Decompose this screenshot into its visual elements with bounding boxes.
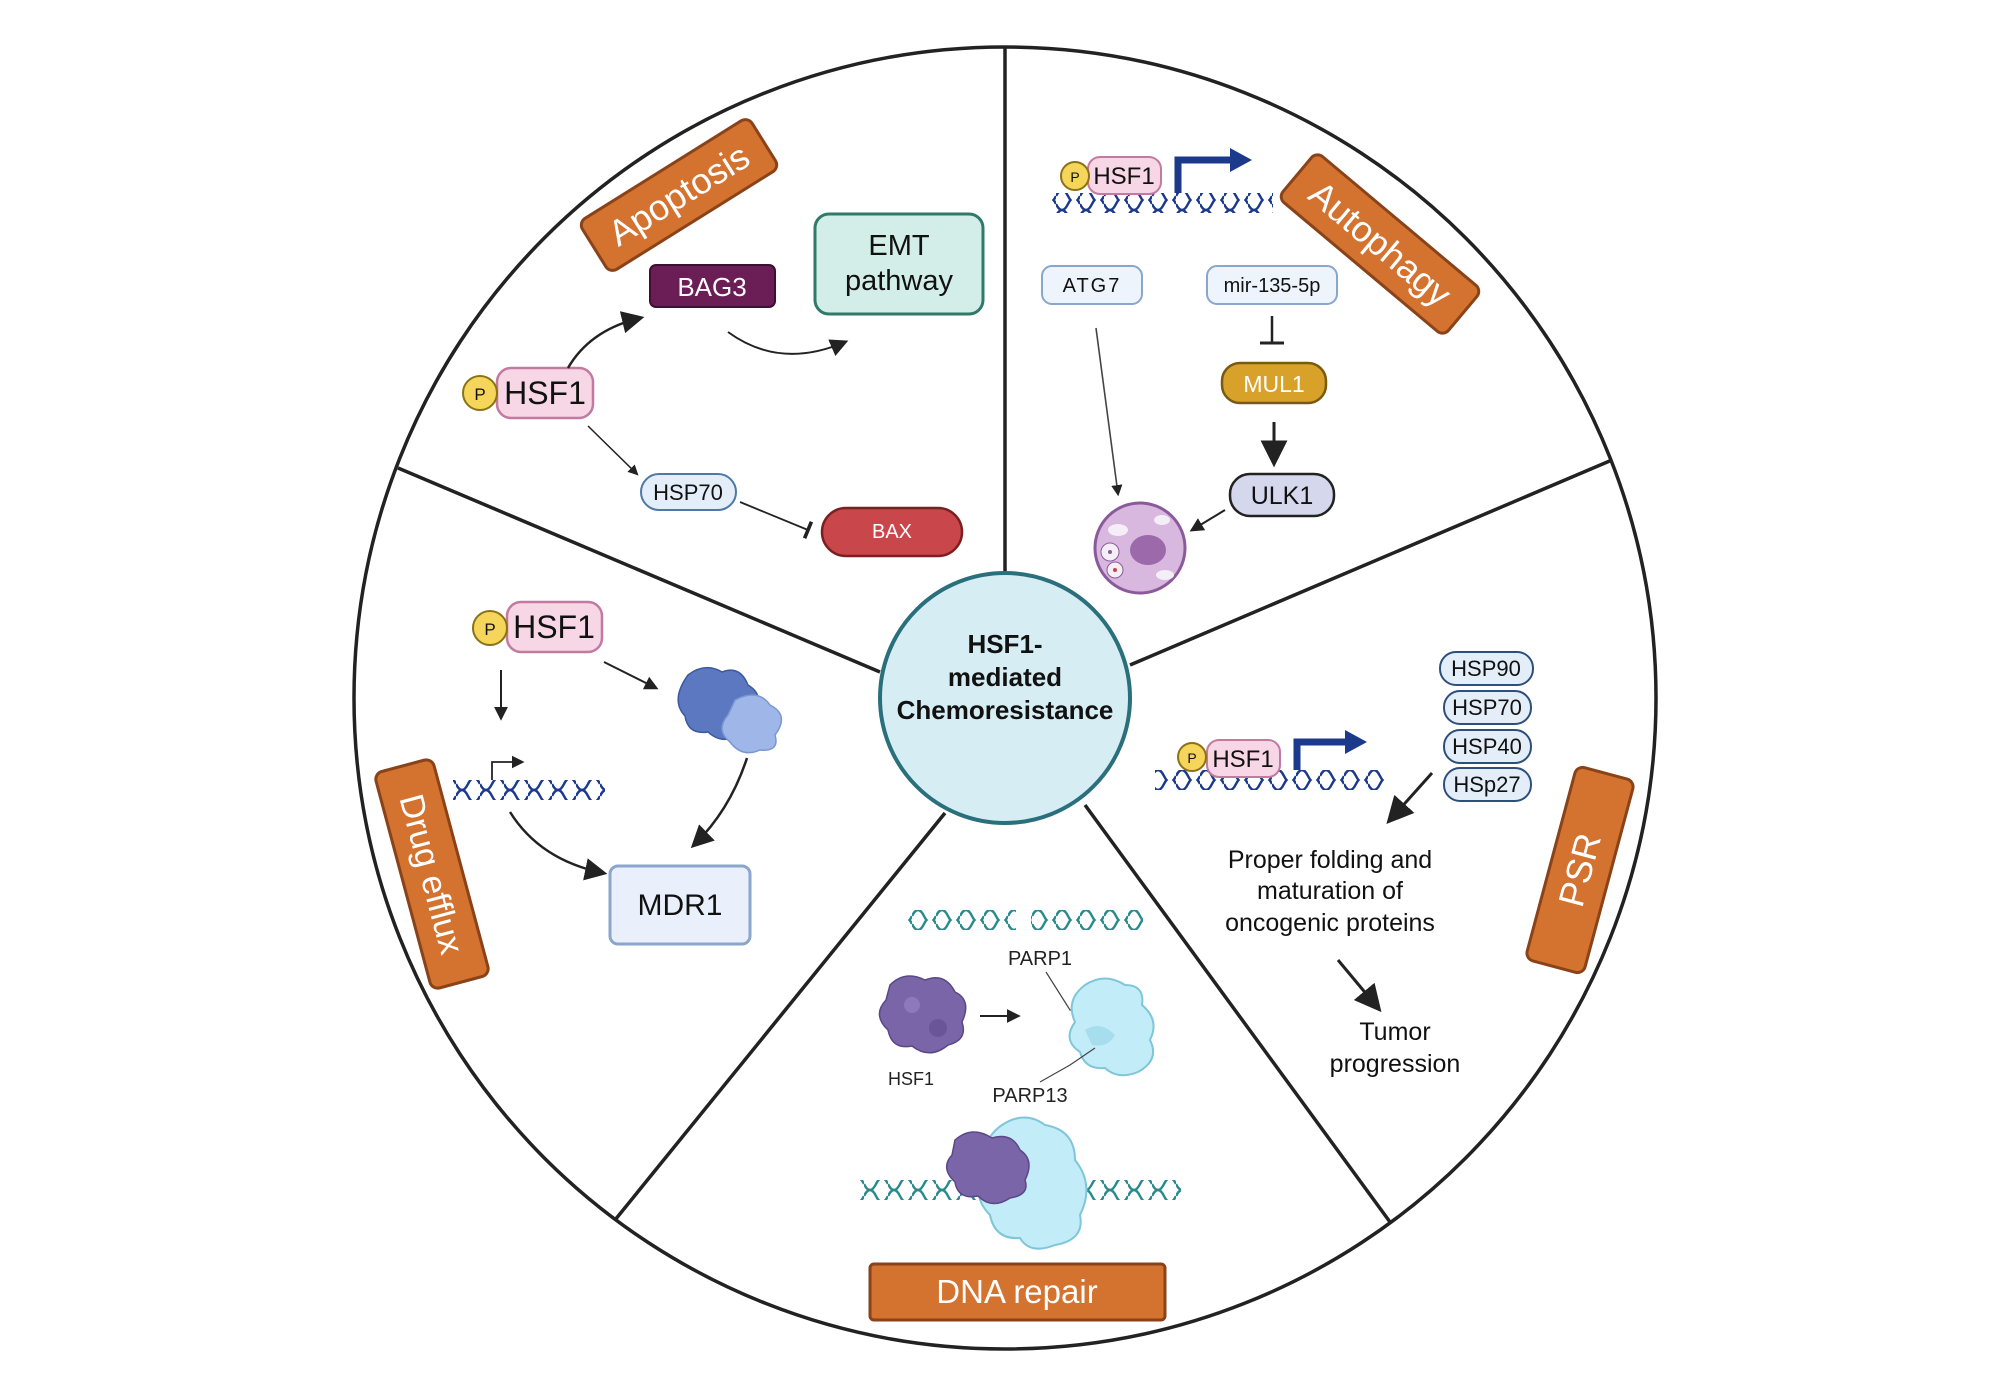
dna-strand-icon [453, 780, 605, 800]
svg-text:MDR1: MDR1 [637, 889, 722, 922]
phospho-icon [472, 610, 508, 646]
arrow-hsf1-bag3 [566, 311, 645, 369]
phospho-icon [1177, 742, 1207, 772]
svg-text:P: P [484, 620, 495, 639]
arrow-hsf1-hsp70 [587, 425, 639, 476]
atg7-node: ATG7 [1041, 265, 1143, 305]
hsp-stack: HSP90 HSP70 HSP40 HSp27 [1439, 651, 1534, 802]
svg-text:HSF1: HSF1 [1212, 746, 1273, 773]
autophagosome-cell-icon [1093, 501, 1187, 595]
center-text-2: mediated [948, 662, 1062, 692]
svg-text:pathway: pathway [845, 265, 954, 297]
mdr1-node: MDR1 [608, 864, 752, 946]
dna-strand-icon [1031, 910, 1143, 930]
svg-text:mir-135-5p: mir-135-5p [1224, 275, 1321, 297]
ulk1-node: ULK1 [1228, 472, 1336, 518]
spoke-left [397, 466, 881, 674]
arrow-bag3-emt [727, 331, 849, 356]
svg-text:HSF1: HSF1 [1093, 163, 1154, 190]
transcription-arrow-icon [1293, 738, 1350, 770]
spoke-right [1129, 458, 1613, 667]
svg-text:P: P [474, 385, 485, 404]
tumor-text-1: Tumor [1359, 1018, 1430, 1046]
emt-pathway-node: EMT pathway [813, 212, 985, 316]
efflux-protein-icon [677, 666, 783, 754]
mul1-node: MUL1 [1220, 361, 1328, 405]
center-text-3: Chemoresistance [897, 695, 1114, 725]
dna-strand-icon [904, 910, 1016, 930]
hsp27-node: HSp27 [1443, 767, 1532, 802]
parp13-leader-line [1039, 1047, 1096, 1083]
bax-node: BAX [820, 506, 964, 558]
transcription-arrow-icon [491, 755, 525, 780]
tumor-text-2: progression [1330, 1050, 1461, 1078]
hsf1-protein-icon [878, 975, 967, 1054]
svg-text:HSP70: HSP70 [1452, 695, 1522, 720]
arrow-folding-tumor [1336, 959, 1382, 1013]
arrow-dna-mdr1 [508, 811, 608, 881]
psr-section: PSR HSF1 P HSP90 HSP70 HSP40 [1155, 651, 1635, 1078]
svg-text:HSp27: HSp27 [1453, 772, 1520, 797]
spoke-lower-right [1083, 803, 1392, 1224]
phospho-icon [1060, 161, 1090, 191]
svg-text:BAX: BAX [872, 521, 912, 543]
drug-efflux-label: Drug efflux [374, 758, 490, 990]
svg-text:HSF1: HSF1 [504, 375, 586, 411]
arrow-hsps-folding [1386, 772, 1434, 825]
dna-repair-section: PARP1 HSF1 PARP13 DNA repair [856, 910, 1181, 1322]
arrow-protein-mdr1 [690, 757, 749, 849]
psr-label: PSR [1525, 765, 1635, 975]
svg-text:HSF1: HSF1 [513, 609, 595, 645]
arrow-atg7-cell [1095, 327, 1123, 497]
svg-text:EMT: EMT [868, 230, 930, 262]
hsp70-node: HSP70 [1443, 690, 1532, 725]
mir-135-5p-node: mir-135-5p [1206, 265, 1338, 305]
dna-repair-label: DNA repair [868, 1262, 1167, 1322]
parp1-label: PARP1 [1008, 948, 1072, 970]
drug-efflux-section: Drug efflux HSF1 P MDR1 [374, 600, 783, 990]
arrow-hsf1-protein [603, 661, 659, 690]
svg-text:HSP40: HSP40 [1452, 734, 1522, 759]
folding-text-1: Proper folding and [1228, 846, 1432, 874]
spoke-lower-left [613, 811, 947, 1222]
phospho-icon [462, 375, 498, 411]
svg-text:ATG7: ATG7 [1063, 275, 1122, 297]
dna-strand-icon [1048, 193, 1273, 213]
inhibit-hsp70-bax [739, 501, 814, 540]
svg-text:BAG3: BAG3 [677, 272, 746, 302]
svg-text:P: P [1187, 750, 1196, 766]
folding-text-2: maturation of [1257, 877, 1403, 905]
hsf1-protein-label: HSF1 [888, 1069, 934, 1089]
hsp40-node: HSP40 [1443, 729, 1532, 764]
svg-text:P: P [1070, 169, 1079, 185]
bound-complex-icon [946, 1116, 1088, 1250]
svg-text:MUL1: MUL1 [1243, 371, 1304, 397]
psr-hsf1-node: HSF1 P [1177, 739, 1281, 778]
hsp90-node: HSP90 [1439, 651, 1534, 686]
svg-text:DNA repair: DNA repair [936, 1273, 1097, 1310]
svg-text:ULK1: ULK1 [1251, 482, 1314, 510]
autophagy-hsf1-node: HSF1 P [1060, 156, 1162, 195]
folding-text-3: oncogenic proteins [1225, 909, 1435, 937]
svg-text:HSP70: HSP70 [653, 480, 723, 505]
svg-text:HSP90: HSP90 [1451, 656, 1521, 681]
parp13-label: PARP13 [992, 1085, 1067, 1107]
transcription-arrow-icon [1174, 156, 1235, 193]
hsp70-node: HSP70 [640, 473, 737, 511]
center-text-1: HSF1- [967, 629, 1042, 659]
efflux-hsf1-node: HSF1 P [472, 600, 604, 654]
arrow-ulk1-cell [1189, 509, 1226, 532]
apoptosis-hsf1-node: HSF1 P [462, 366, 595, 420]
center-hub: HSF1- mediated Chemoresistance [878, 571, 1132, 825]
bag3-node: BAG3 [649, 264, 776, 308]
